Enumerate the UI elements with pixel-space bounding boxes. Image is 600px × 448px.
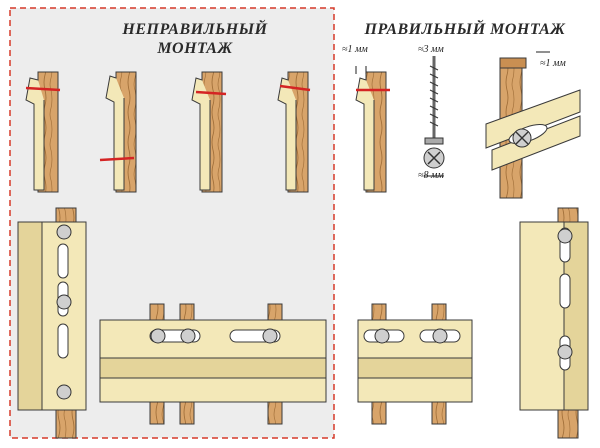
- nail: [99, 156, 135, 162]
- nail: [195, 90, 227, 96]
- incorrect-title-line2: МОНТАЖ: [157, 40, 233, 57]
- correct-title: ПРАВИЛЬНЫЙ МОНТАЖ: [364, 21, 566, 38]
- correct-vertical-panel: [519, 207, 589, 439]
- nail: [25, 86, 61, 92]
- bracket-gap-label: ≈1 мм: [540, 58, 566, 69]
- correct-horizontal-panel: [357, 303, 473, 425]
- screw-detail: [423, 56, 445, 177]
- screw-head-label: ≈8 мм: [418, 170, 444, 181]
- incorrect-vertical-panel: [17, 207, 87, 439]
- incorrect-detail-1: [25, 71, 61, 193]
- bracket-3d-detail: [485, 51, 581, 199]
- gap-label: ≈1 мм: [342, 44, 368, 55]
- incorrect-detail-4: [277, 71, 311, 193]
- incorrect-detail-2: [99, 71, 137, 193]
- incorrect-horizontal-panel: [99, 303, 327, 425]
- correct-nail-detail: [355, 66, 390, 193]
- screw-shank-label: ≈3 мм: [418, 44, 444, 55]
- incorrect-title-line1: НЕПРАВИЛЬНЫЙ: [122, 21, 268, 38]
- nail: [279, 84, 311, 92]
- incorrect-title: НЕПРАВИЛЬНЫЙ МОНТАЖ: [100, 20, 290, 58]
- incorrect-detail-3: [191, 71, 227, 193]
